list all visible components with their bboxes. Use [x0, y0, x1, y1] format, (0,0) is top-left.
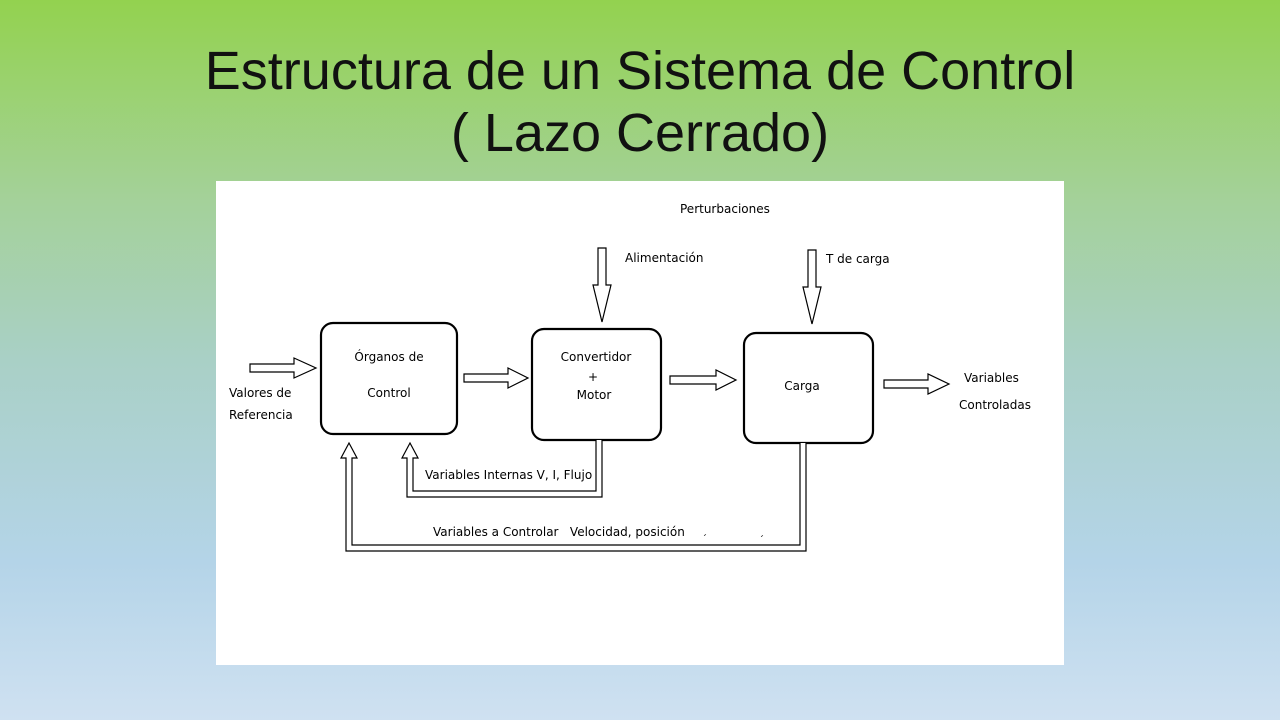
feedback-outer-path	[340, 441, 807, 552]
title-line-1: Estructura de un Sistema de Control	[204, 41, 1076, 101]
t-de-carga-label: T de carga	[825, 252, 890, 266]
block-convertidor-motor	[530, 327, 663, 442]
feedback-internal-path	[401, 440, 603, 498]
input-label-line2: Referencia	[229, 408, 293, 422]
block-organos-de-control	[319, 321, 459, 436]
convertidor-label-line1: Convertidor	[561, 350, 632, 364]
feedback-internal-label: Variables Internas V, I, Flujo	[425, 468, 592, 482]
output-label-line1: Variables	[964, 371, 1019, 385]
carga-label: Carga	[784, 379, 819, 393]
title-line-2: ( Lazo Cerrado)	[450, 103, 830, 163]
output-label-line2: Controladas	[959, 398, 1031, 412]
convertidor-label-line2: +	[588, 370, 598, 384]
arrow-alimentacion	[592, 247, 612, 323]
arrow-convertidor-to-carga	[669, 369, 738, 391]
accent-mark: ´	[759, 534, 764, 546]
arrow-t-de-carga	[802, 249, 822, 325]
slide-title: Estructura de un Sistema de Control ( La…	[0, 40, 1280, 164]
organos-label-line2: Control	[367, 386, 410, 400]
block-diagram: Perturbaciones Alimentación T de carga V…	[229, 202, 1031, 552]
perturbaciones-label: Perturbaciones	[680, 202, 770, 216]
block-carga	[742, 331, 875, 445]
organos-label-line1: Órganos de	[354, 349, 423, 364]
arrow-output	[883, 373, 951, 395]
arrow-input	[249, 357, 318, 379]
alimentacion-label: Alimentación	[625, 251, 704, 265]
feedback-outer-label: Variables a Controlar Velocidad, posició…	[433, 525, 685, 539]
input-label-line1: Valores de	[229, 386, 291, 400]
arrow-organos-to-convertidor	[463, 367, 530, 389]
convertidor-label-line3: Motor	[577, 388, 612, 402]
diagram-panel: Perturbaciones Alimentación T de carga V…	[216, 181, 1064, 665]
accent-mark: ´	[702, 533, 707, 545]
